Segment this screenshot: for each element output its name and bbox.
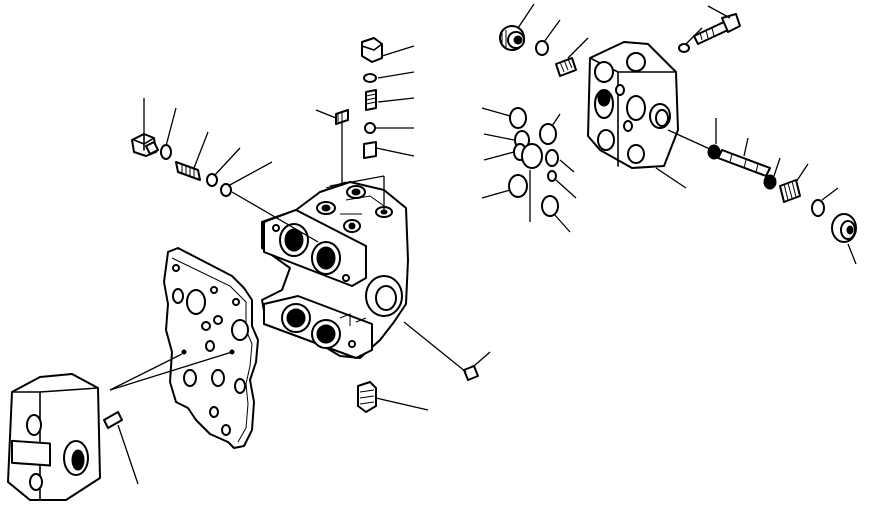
o-ring-left-2 [206, 147, 241, 187]
spring-right [779, 163, 809, 203]
o-ring-spool-1 [707, 118, 721, 160]
spring-top-right [555, 37, 589, 77]
plug-group-leader [231, 191, 319, 243]
relief-plug-top [499, 3, 535, 51]
washer-top [363, 71, 415, 83]
end-block-right [587, 41, 713, 189]
o-ring-spool-2 [763, 157, 781, 190]
plug-bolt-left [131, 98, 159, 157]
o-ring-right-end [811, 187, 839, 217]
end-plug-right [831, 213, 857, 265]
spring-left [175, 131, 209, 181]
end-cover-block [7, 373, 101, 501]
small-plug-top [315, 109, 349, 125]
plug-bottom [357, 381, 429, 413]
gasket-plate [109, 247, 259, 449]
bolt-top-right [693, 5, 741, 45]
plunger-top [363, 141, 415, 159]
o-ring-left-1 [160, 107, 177, 160]
dowel-pin [103, 411, 139, 485]
o-ring-top-right [535, 19, 561, 56]
valve-body [261, 118, 409, 359]
ball-top [364, 122, 414, 134]
ball-left [220, 161, 273, 197]
spool [717, 137, 771, 177]
plug-side-small [403, 321, 491, 381]
plug-bolt-top [361, 37, 415, 63]
spring-top [365, 89, 415, 111]
o-ring-cluster [481, 107, 577, 233]
